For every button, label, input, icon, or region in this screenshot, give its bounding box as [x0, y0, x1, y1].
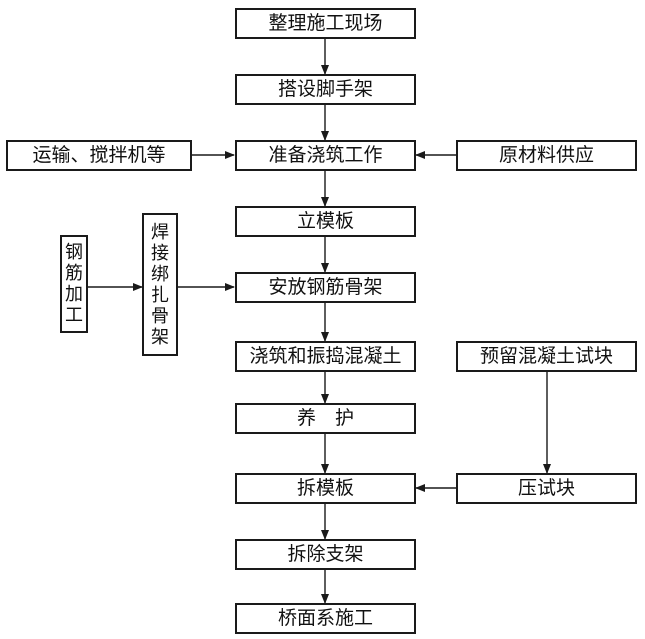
rebar-processing-label: 钢筋加工	[65, 242, 83, 326]
step-remove-support: 拆除支架	[235, 539, 416, 570]
step-formwork: 立模板	[235, 206, 416, 237]
input-compression-test: 压试块	[456, 473, 637, 504]
step-rebar-cage: 安放钢筋骨架	[235, 272, 416, 303]
vertical-char: 绑	[151, 263, 169, 285]
vertical-char: 架	[151, 326, 169, 348]
vertical-char: 扎	[151, 284, 169, 306]
input-equipment: 运输、搅拌机等	[6, 140, 192, 171]
input-weld-tie-cage: 焊接绑扎骨架	[142, 213, 178, 356]
step-deck-construction: 桥面系施工	[235, 603, 416, 634]
step-curing: 养 护	[235, 403, 416, 434]
step-concrete-pour: 浇筑和振捣混凝土	[235, 341, 416, 372]
step-site-preparation: 整理施工现场	[235, 8, 416, 39]
vertical-char: 工	[65, 305, 83, 326]
input-test-block: 预留混凝土试块	[456, 341, 637, 372]
vertical-char: 钢	[65, 242, 83, 263]
vertical-char: 骨	[151, 305, 169, 327]
vertical-char: 焊	[151, 221, 169, 243]
step-scaffolding: 搭设脚手架	[235, 74, 416, 105]
vertical-char: 接	[151, 242, 169, 264]
vertical-char: 筋	[65, 263, 83, 284]
input-materials: 原材料供应	[456, 140, 637, 171]
weld-tie-cage-label: 焊接绑扎骨架	[151, 222, 169, 348]
vertical-char: 加	[65, 284, 83, 305]
step-pour-preparation: 准备浇筑工作	[235, 140, 416, 171]
input-rebar-processing: 钢筋加工	[60, 235, 88, 333]
step-remove-formwork: 拆模板	[235, 473, 416, 504]
